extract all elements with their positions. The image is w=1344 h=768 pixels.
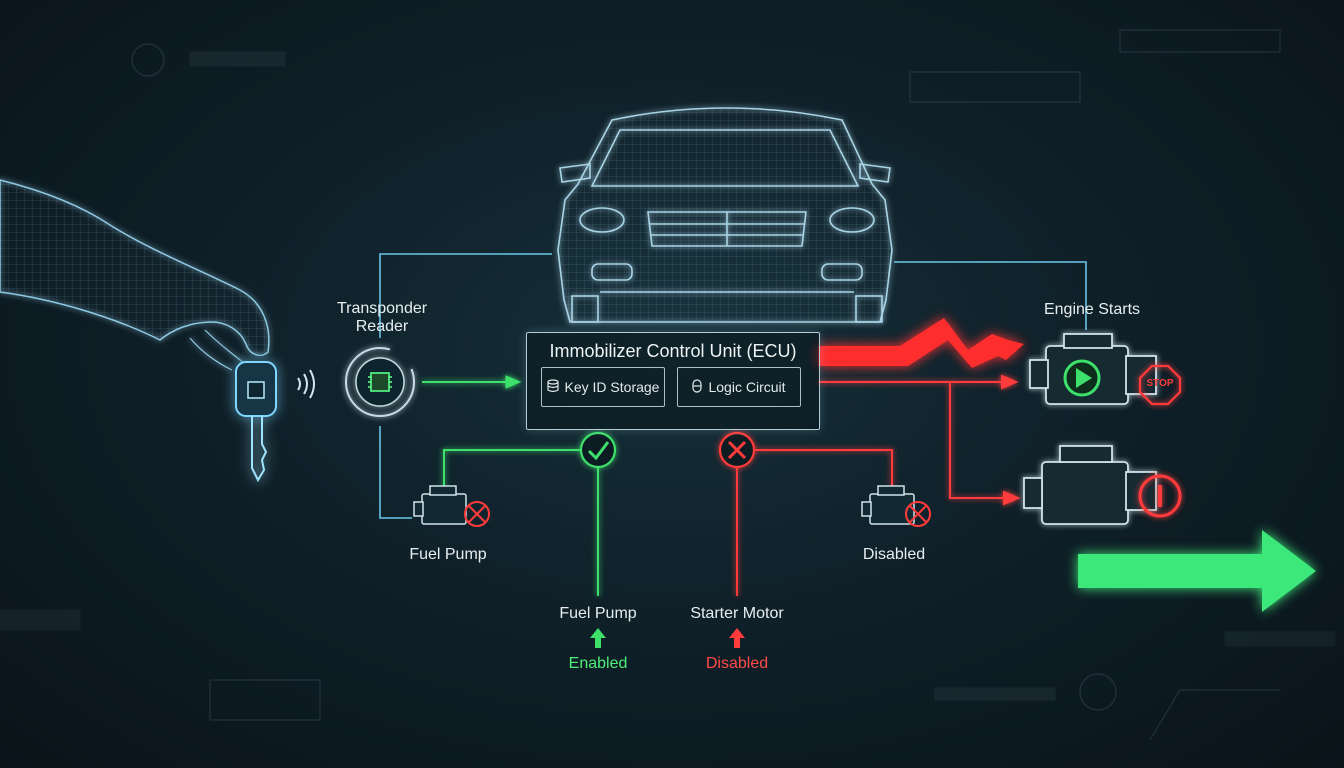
car-wireframe: [557, 107, 893, 323]
ecu-title: Immobilizer Control Unit (ECU): [549, 341, 797, 361]
stop-sign-text: STOP: [1146, 378, 1174, 389]
disabled-path: [718, 431, 893, 596]
fuel-pump-blocked-icon: [464, 501, 490, 527]
fuel-pump-status-state: Enabled: [568, 655, 628, 672]
logic-circuit-box: Logic Circuit: [677, 367, 801, 407]
circuit-icon: [692, 378, 703, 396]
power-off-icon: [1138, 474, 1182, 518]
transponder-label-line1: Transponder: [336, 300, 428, 317]
key-id-storage-box: Key ID Storage: [541, 367, 665, 407]
key-id-storage-label: Key ID Storage: [564, 379, 660, 395]
engine-disabled-icon: [1023, 445, 1157, 525]
hand-wireframe: [0, 179, 270, 373]
transponder-label-line2: Reader: [355, 318, 409, 335]
key-fob-icon: [235, 361, 277, 483]
background-decor: [0, 29, 1336, 741]
fuel-pump-engine-icon: [413, 485, 467, 525]
stop-sign-icon: [1138, 364, 1182, 406]
bus-lines: [379, 253, 1087, 519]
big-green-arrow: [1078, 530, 1316, 612]
disabled-up-arrow-icon: [729, 628, 745, 648]
ecu-box: Immobilizer Control Unit (ECU) Key ID St…: [526, 332, 820, 430]
ecu-to-engine-lines: [818, 374, 1021, 506]
engine-start-zigzag-arrow: [818, 318, 1024, 368]
starter-motor-status-state: Disabled: [705, 655, 769, 672]
fuel-pump-left-label: Fuel Pump: [409, 546, 487, 563]
starter-motor-status-label: Starter Motor: [690, 605, 784, 622]
transponder-reader-icon: [345, 347, 415, 417]
engine-starts-label: Engine Starts: [1043, 301, 1141, 318]
enabled-path: [443, 431, 617, 596]
signal-waves-icon: [297, 369, 315, 399]
reader-to-ecu-arrow: [422, 375, 522, 389]
disabled-blocked-icon: [905, 501, 931, 527]
engine-running-icon: [1029, 333, 1157, 405]
enabled-up-arrow-icon: [590, 628, 606, 648]
database-icon: [546, 378, 559, 396]
logic-circuit-label: Logic Circuit: [708, 379, 786, 395]
disabled-right-label: Disabled: [862, 546, 926, 563]
fuel-pump-status-label: Fuel Pump: [559, 605, 637, 622]
